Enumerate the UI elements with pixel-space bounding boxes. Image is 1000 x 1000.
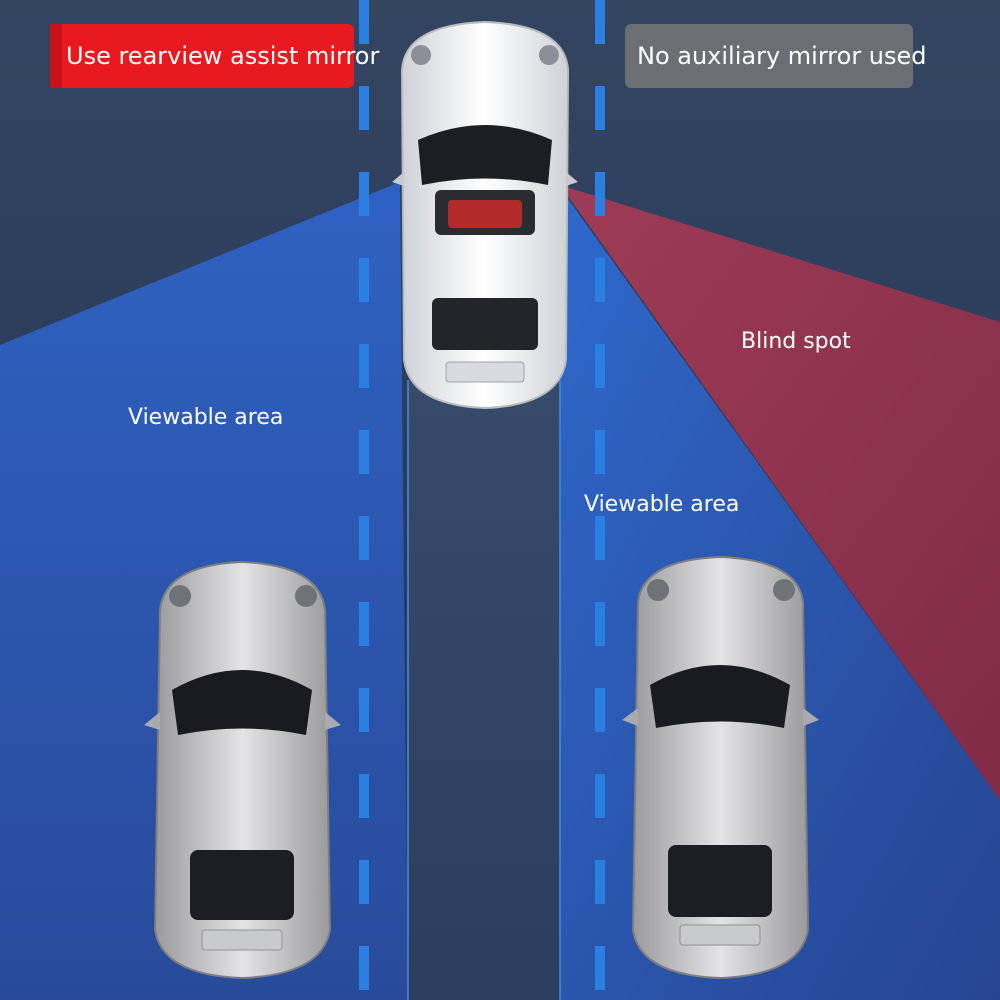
badge-edge	[50, 24, 62, 88]
viewable-area-left-label: Viewable area	[128, 405, 284, 430]
with-mirror-badge: Use rearview assist mirror	[50, 24, 379, 88]
without-mirror-badge: No auxiliary mirror used	[625, 24, 927, 88]
right-lane-car	[622, 555, 819, 980]
without-mirror-label: No auxiliary mirror used	[637, 42, 927, 70]
left-lane-car	[144, 560, 341, 980]
with-mirror-label: Use rearview assist mirror	[66, 42, 380, 70]
ego-car	[392, 20, 578, 410]
center-lane	[408, 380, 560, 1000]
viewable-area-right-label: Viewable area	[584, 492, 740, 517]
blind-spot-label: Blind spot	[741, 329, 851, 354]
blind-spot-zone	[560, 185, 1000, 800]
